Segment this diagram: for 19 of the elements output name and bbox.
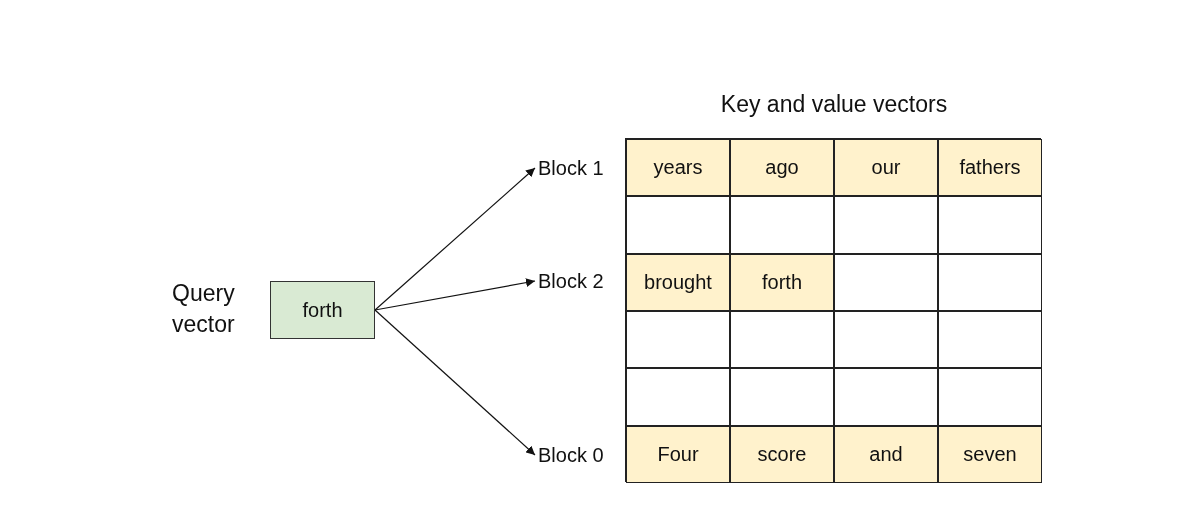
block-label: Block 1 (538, 154, 620, 182)
arrow (374, 278, 536, 311)
table-cell: score (730, 425, 834, 483)
table-cell: and (834, 425, 938, 483)
table-cell: fathers (938, 139, 1042, 197)
table-cell: seven (938, 425, 1042, 483)
table-cell: our (834, 139, 938, 197)
arrow (374, 309, 536, 456)
block-label: Block 0 (538, 441, 620, 469)
query-label: Query vector (172, 279, 236, 339)
table-cell: forth (730, 253, 834, 311)
grid-title: Key and value vectors (719, 91, 949, 118)
arrow (374, 167, 536, 311)
table-cell: brought (626, 253, 730, 311)
table-cell: ago (730, 139, 834, 197)
block-label: Block 2 (538, 267, 620, 295)
query-box: forth (270, 281, 375, 339)
table-cell: Four (626, 425, 730, 483)
table-cell: years (626, 139, 730, 197)
